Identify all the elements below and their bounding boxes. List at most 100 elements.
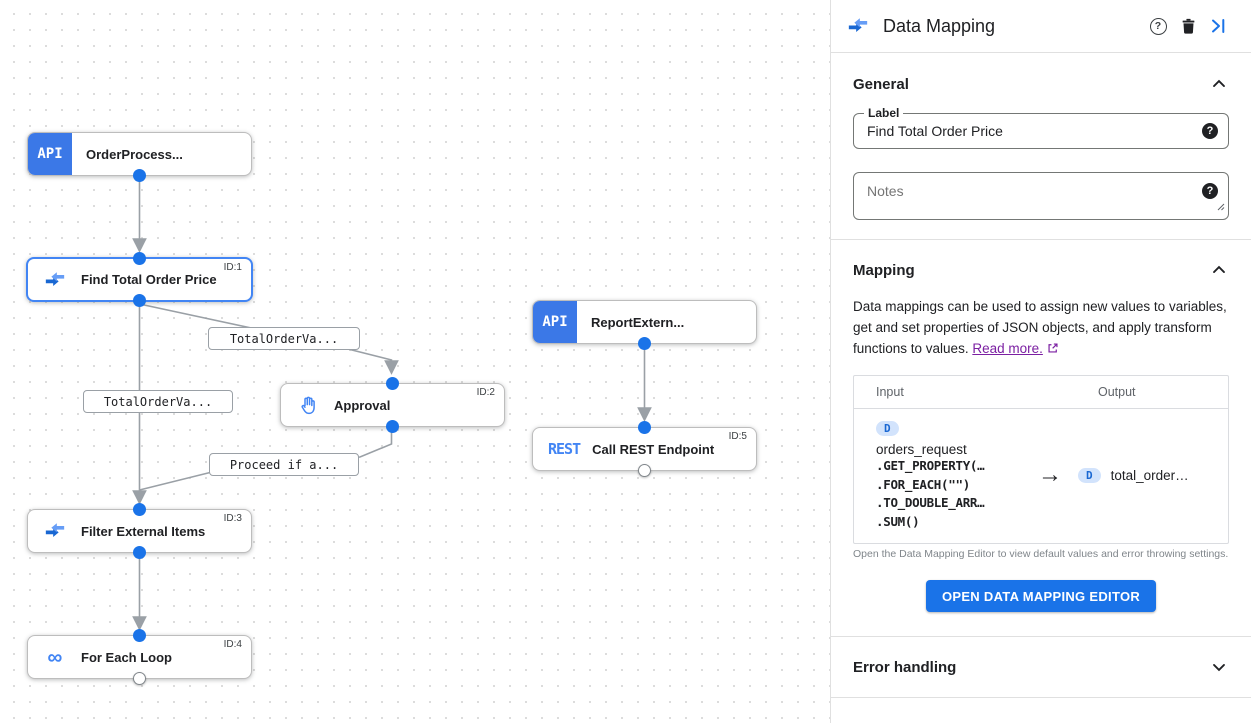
mapping-row: D orders_request .GET_PROPERTY(… .FOR_EA… xyxy=(854,409,1228,543)
input-column-header: Input xyxy=(876,385,904,399)
collapse-panel-icon[interactable] xyxy=(1203,11,1233,41)
connector-handle[interactable] xyxy=(133,503,146,516)
section-divider xyxy=(831,697,1251,698)
node-id-badge: ID:2 xyxy=(476,387,495,398)
workflow-canvas[interactable]: TotalOrderVa... TotalOrderVa... Proceed … xyxy=(0,0,831,723)
general-section: General Label ? ? xyxy=(831,74,1251,220)
section-divider xyxy=(831,636,1251,637)
mapping-table: Input Output D orders_request .GET_PROPE… xyxy=(853,375,1229,544)
connector-handle[interactable] xyxy=(638,337,651,350)
connector-handle[interactable] xyxy=(133,546,146,559)
edge-findtotal-to-approval xyxy=(139,303,399,375)
mapping-footnote: Open the Data Mapping Editor to view def… xyxy=(853,548,1229,560)
node-id-badge: ID:3 xyxy=(223,513,242,524)
data-mapping-icon xyxy=(43,268,67,292)
read-more-link[interactable]: Read more. xyxy=(972,341,1043,356)
general-section-title: General xyxy=(853,75,909,93)
connector-handle[interactable] xyxy=(133,294,146,307)
help-icon[interactable]: ? xyxy=(1143,11,1173,41)
mapping-description: Data mappings can be used to assign new … xyxy=(853,296,1229,359)
chevron-up-icon xyxy=(1209,260,1229,280)
transform-function: .SUM() xyxy=(876,513,920,529)
edge-approval-to-filter xyxy=(139,430,393,491)
edge-label-totalorderva-2[interactable]: TotalOrderVa... xyxy=(83,390,233,413)
connector-handle-open[interactable] xyxy=(133,672,146,685)
maps-to-arrow-icon: → xyxy=(1038,461,1062,488)
double-type-badge: D xyxy=(1078,467,1101,483)
node-filter-external-items[interactable]: Filter External Items ID:3 xyxy=(27,503,252,559)
notes-help-icon[interactable]: ? xyxy=(1202,183,1218,199)
data-mapping-icon xyxy=(43,519,67,543)
data-mapping-icon xyxy=(847,15,869,37)
error-handling-section: Error handling xyxy=(831,637,1251,697)
panel-header: Data Mapping ? xyxy=(831,0,1251,53)
edge-connectors xyxy=(132,178,652,631)
node-reportextern-trigger[interactable]: API ReportExtern... xyxy=(532,300,757,350)
chevron-down-icon xyxy=(1209,657,1229,677)
mapping-input-cell: D orders_request .GET_PROPERTY(… .FOR_EA… xyxy=(854,419,1022,531)
node-id-badge: ID:1 xyxy=(223,262,242,273)
node-orderprocess-trigger[interactable]: API OrderProcess... xyxy=(27,132,252,182)
label-input[interactable] xyxy=(854,114,1228,148)
mapping-section-toggle[interactable]: Mapping xyxy=(853,260,1229,280)
node-label: Approval xyxy=(334,397,391,413)
rest-task-icon: REST xyxy=(548,440,581,458)
external-link-icon xyxy=(1048,343,1058,353)
output-column-header: Output xyxy=(1098,385,1136,399)
error-handling-section-toggle[interactable]: Error handling xyxy=(853,637,1229,697)
connector-handle-open[interactable] xyxy=(638,464,651,477)
node-call-rest-endpoint[interactable]: REST Call REST Endpoint ID:5 xyxy=(532,421,757,477)
node-id-badge: ID:4 xyxy=(223,639,242,650)
transform-function: .GET_PROPERTY(… xyxy=(876,458,985,473)
connector-handle[interactable] xyxy=(133,169,146,182)
notes-input[interactable] xyxy=(854,173,1228,219)
connector-handle[interactable] xyxy=(133,629,146,642)
edge-label-proceed-if[interactable]: Proceed if a... xyxy=(209,453,359,476)
panel-title: Data Mapping xyxy=(883,15,996,36)
node-label: Call REST Endpoint xyxy=(592,441,715,457)
notes-field: ? xyxy=(853,172,1229,220)
node-label: Find Total Order Price xyxy=(81,272,217,287)
delete-task-icon[interactable] xyxy=(1173,11,1203,41)
node-id-badge: ID:5 xyxy=(728,431,747,442)
api-trigger-icon: API xyxy=(533,301,577,343)
general-section-toggle[interactable]: General xyxy=(853,74,1229,94)
transform-function: .TO_DOUBLE_ARR… xyxy=(876,495,985,510)
connector-handle[interactable] xyxy=(386,377,399,390)
approval-hand-icon xyxy=(296,393,320,417)
section-divider xyxy=(831,239,1251,240)
edge-label-text: Proceed if a... xyxy=(229,457,339,472)
transform-function: .FOR_EACH("") xyxy=(876,476,970,492)
double-type-badge: D xyxy=(876,421,899,436)
loop-infinity-icon: ∞ xyxy=(47,645,63,669)
node-label: For Each Loop xyxy=(81,649,172,665)
node-label: ReportExtern... xyxy=(591,314,685,330)
label-field: Label ? xyxy=(853,106,1229,149)
label-field-floating-label: Label xyxy=(864,106,904,120)
edge-label-totalorderva-1[interactable]: TotalOrderVa... xyxy=(208,327,360,350)
edge-label-text: TotalOrderVa... xyxy=(103,394,213,409)
output-variable-name: total_order… xyxy=(1110,467,1189,483)
node-label: OrderProcess... xyxy=(86,146,183,162)
data-mapping-config-panel: Data Mapping ? General xyxy=(831,0,1251,723)
input-variable-name: orders_request xyxy=(876,442,967,457)
connector-handle[interactable] xyxy=(638,421,651,434)
api-trigger-icon: API xyxy=(28,133,72,175)
mapping-description-text: Data mappings can be used to assign new … xyxy=(853,299,1227,356)
node-approval[interactable]: Approval ID:2 xyxy=(280,377,505,433)
mapping-table-header: Input Output xyxy=(854,376,1228,409)
edge-label-text: TotalOrderVa... xyxy=(229,331,339,346)
connector-handle[interactable] xyxy=(386,420,399,433)
error-handling-section-title: Error handling xyxy=(853,658,957,676)
resize-handle[interactable] xyxy=(1215,198,1225,216)
label-help-icon[interactable]: ? xyxy=(1202,123,1218,139)
mapping-section: Mapping Data mappings can be used to ass… xyxy=(831,260,1251,612)
mapping-section-title: Mapping xyxy=(853,261,915,279)
node-label: Filter External Items xyxy=(81,523,206,539)
node-for-each-loop[interactable]: ∞ For Each Loop ID:4 xyxy=(27,629,252,685)
chevron-up-icon xyxy=(1209,74,1229,94)
node-find-total-order-price[interactable]: Find Total Order Price ID:1 xyxy=(26,252,253,307)
connector-handle[interactable] xyxy=(133,252,146,265)
open-data-mapping-editor-button[interactable]: OPEN DATA MAPPING EDITOR xyxy=(925,580,1157,612)
